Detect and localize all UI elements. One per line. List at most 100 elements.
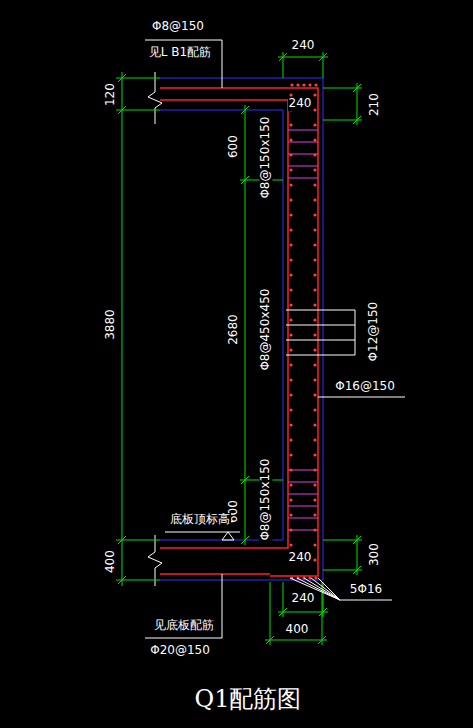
- rebar-dot: [313, 303, 316, 306]
- annotation-label: 5Φ16: [349, 583, 383, 596]
- rebar-dot: [314, 83, 317, 86]
- rebar-dot: [313, 183, 316, 186]
- rebar: [160, 88, 318, 576]
- rebar-dot: [289, 438, 292, 441]
- rebar-dot: [289, 273, 292, 276]
- annotation-label: 2680: [226, 314, 239, 347]
- rebar-dot: [289, 348, 292, 351]
- rebar-dot: [313, 153, 316, 156]
- stirrup: [288, 506, 318, 507]
- annotation-label: 240: [291, 592, 316, 605]
- stirrup: [288, 154, 318, 155]
- rebar-dot: [289, 198, 292, 201]
- annotation-label: 240: [288, 551, 313, 564]
- rebar-dot: [313, 198, 316, 201]
- rebar-dot: [313, 318, 316, 321]
- annotation-label: 见L B1配筋: [148, 46, 212, 59]
- annotation-label: 见底板配筋: [153, 619, 215, 632]
- rebar-dot: [313, 453, 316, 456]
- rebar-dot: [308, 83, 311, 86]
- rebar-dot: [289, 378, 292, 381]
- annotation-label: 240: [288, 97, 313, 110]
- rebar-dot: [289, 123, 292, 126]
- annotation-label: Φ16@150: [334, 380, 396, 393]
- rebar-dot: [313, 213, 316, 216]
- rebar-dot: [313, 93, 316, 96]
- rebar-dot: [313, 558, 316, 561]
- annotation-label: 底板顶标高: [169, 513, 231, 526]
- annotation-label: Φ8@150x150: [259, 116, 272, 200]
- rebar-dot: [290, 83, 293, 86]
- rebar-dot: [289, 498, 292, 501]
- rebar-dot: [314, 576, 317, 579]
- rebar-dot: [289, 528, 292, 531]
- rebar-dot: [289, 453, 292, 456]
- rebar-dot: [313, 498, 316, 501]
- rebar-dot: [289, 138, 292, 141]
- dimension-line: [116, 52, 362, 645]
- stirrup: [288, 482, 318, 483]
- rebar-dot: [313, 273, 316, 276]
- rebar-dot: [289, 288, 292, 291]
- annotation-label: Φ20@150: [149, 644, 211, 657]
- stirrup: [288, 494, 318, 495]
- rebar-dot: [313, 168, 316, 171]
- rebar-dot: [313, 243, 316, 246]
- rebar-dot: [313, 108, 316, 111]
- annotation-label: Φ8@450x450: [259, 288, 272, 372]
- rebar-dot: [313, 258, 316, 261]
- rebar-dot: [289, 228, 292, 231]
- rebar-dot: [289, 318, 292, 321]
- annotation-label: 240: [291, 39, 316, 52]
- annotation-label: 600: [226, 135, 239, 160]
- rebar-dot: [289, 543, 292, 546]
- rebar-dot: [313, 123, 316, 126]
- annotation-label: Φ12@150: [367, 301, 380, 363]
- stirrup: [288, 166, 318, 167]
- rebar-dot: [289, 393, 292, 396]
- rebar-dot: [289, 513, 292, 516]
- rebar-dot: [289, 168, 292, 171]
- annotation-label: 210: [367, 93, 380, 118]
- stirrup: [288, 142, 318, 143]
- rebar-dot: [313, 423, 316, 426]
- rebar-dot: [313, 483, 316, 486]
- rebar-dot: [302, 83, 305, 86]
- rebar-dot: [313, 363, 316, 366]
- rebar-dot: [289, 363, 292, 366]
- rebar-dot: [313, 468, 316, 471]
- rebar-dot: [313, 348, 316, 351]
- rebar-dot: [313, 438, 316, 441]
- annotation-label: Φ8@150: [151, 20, 205, 33]
- rebar-dot: [313, 138, 316, 141]
- rebar-dot: [313, 333, 316, 336]
- annotation-label: 400: [285, 623, 310, 636]
- rebar-dot: [289, 408, 292, 411]
- rebar-dot: [289, 423, 292, 426]
- leader-line: [145, 40, 405, 638]
- concrete-outline: [160, 78, 323, 580]
- rebar-dot: [313, 288, 316, 291]
- rebar-dot: [313, 393, 316, 396]
- rebar-dot: [289, 213, 292, 216]
- rebar-dot: [289, 243, 292, 246]
- annotation-label: 3880: [103, 309, 116, 342]
- rebar-dot: [289, 303, 292, 306]
- drawing-title: Q1配筋图: [195, 686, 302, 712]
- stirrup: [288, 130, 318, 530]
- rebar-dot: [289, 468, 292, 471]
- rebar-dot: [313, 228, 316, 231]
- break-line: [148, 72, 162, 586]
- rebar-dot: [289, 483, 292, 486]
- stirrup: [288, 130, 318, 131]
- rebar-dot: [313, 513, 316, 516]
- annotation-label: 300: [367, 543, 380, 568]
- rebar-dot: [289, 333, 292, 336]
- stirrup: [288, 518, 318, 519]
- rebar-dot: [289, 93, 292, 96]
- tie-bar: [286, 310, 355, 355]
- rebar-dot: [313, 528, 316, 531]
- rebar-dot: [289, 258, 292, 261]
